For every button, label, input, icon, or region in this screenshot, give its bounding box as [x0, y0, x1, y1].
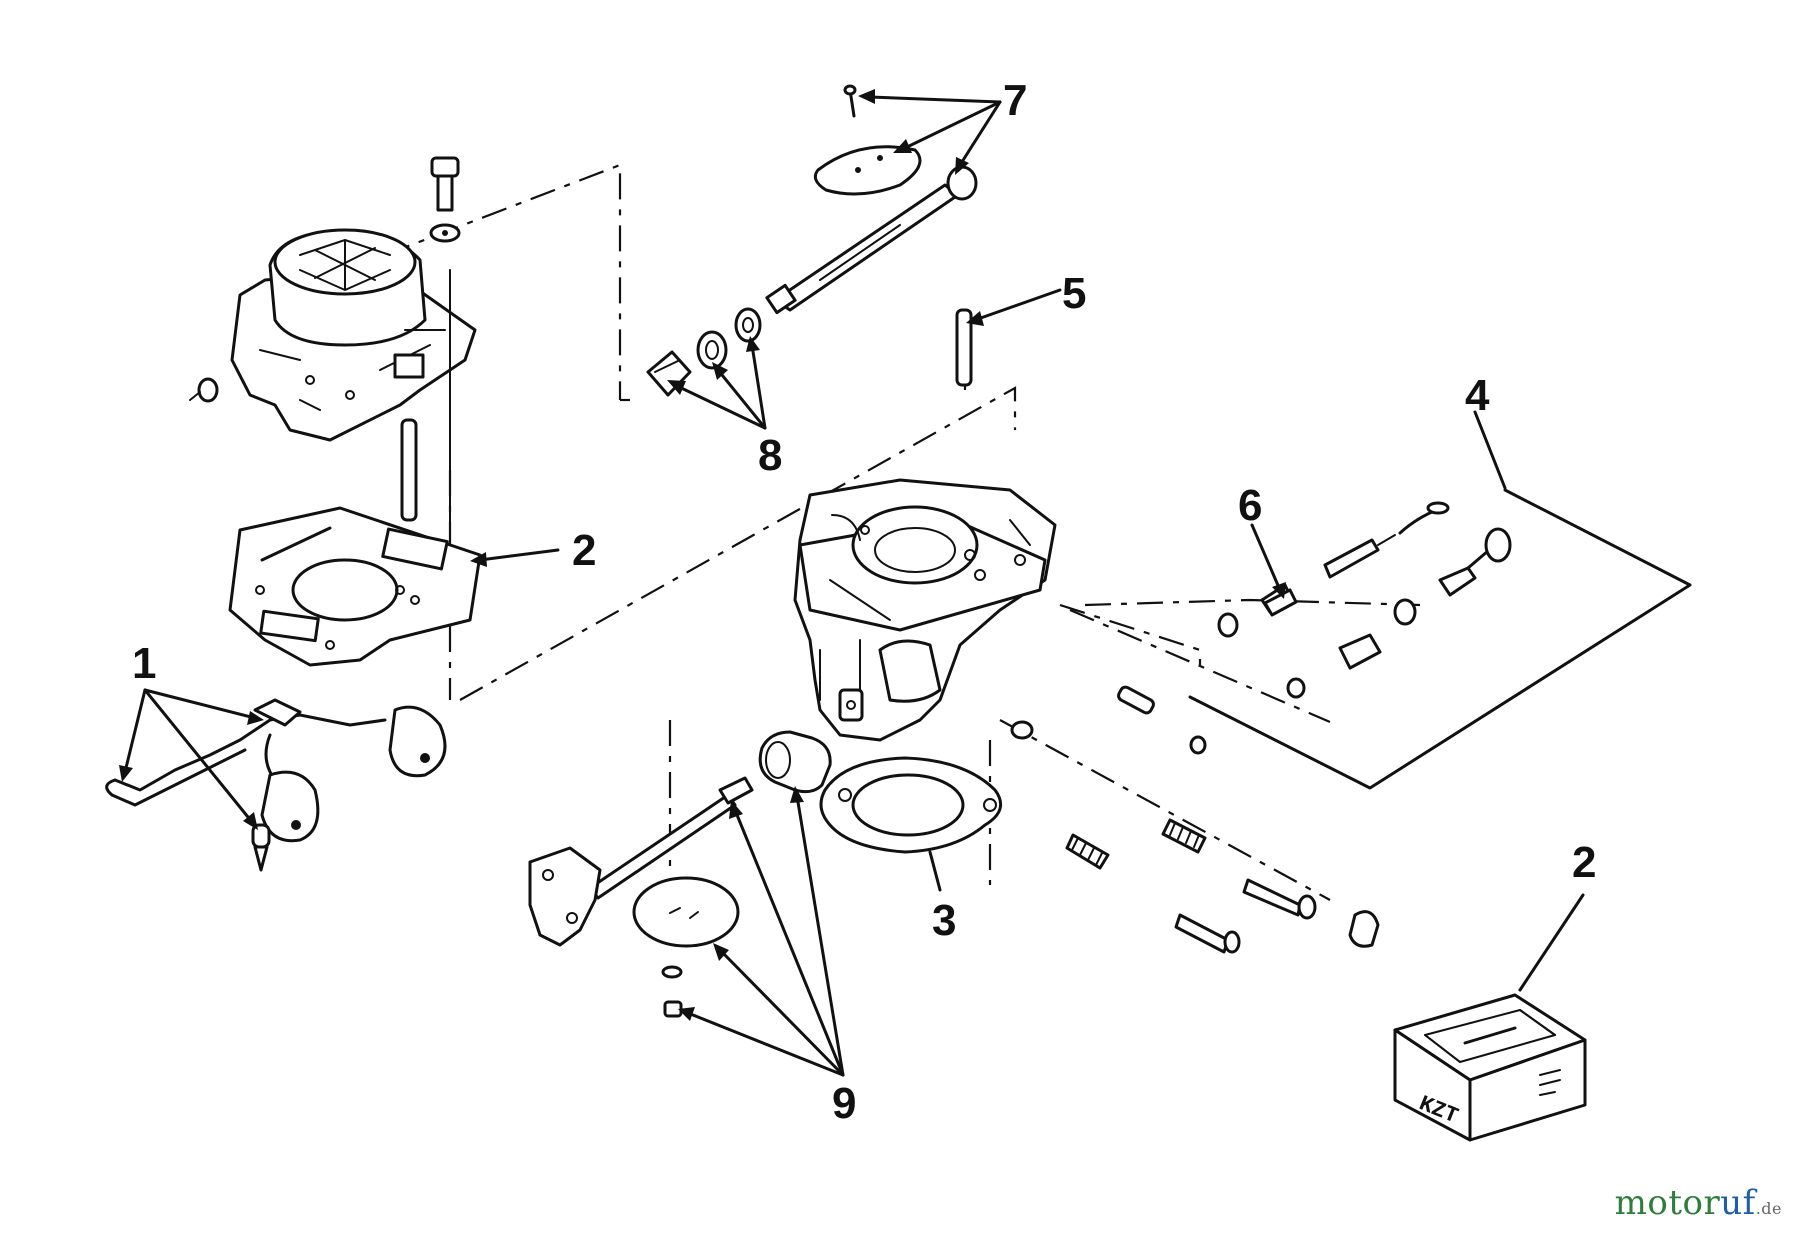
callout-4: 4 — [1465, 371, 1490, 420]
throttle-shaft — [528, 776, 754, 947]
repair-kit-parts — [1286, 501, 1512, 699]
repair-kit-box: KZT — [1393, 993, 1587, 1142]
leader-lines — [119, 89, 1585, 1077]
carburetor-top-body — [230, 228, 477, 442]
gasket-plate — [228, 506, 482, 667]
flange-gasket — [819, 756, 1003, 854]
callout-8: 8 — [758, 431, 782, 480]
watermark-logo: motoruf.de — [1615, 1183, 1782, 1223]
callout-labels: 7 5 8 4 6 2 1 3 9 2 — [132, 76, 1596, 1128]
carburetor-main-body — [793, 478, 1057, 742]
callout-6: 6 — [1238, 481, 1262, 530]
callout-5: 5 — [1062, 269, 1086, 318]
side-washer — [189, 377, 219, 403]
float-assembly — [105, 698, 447, 843]
callout-9: 9 — [832, 1079, 856, 1128]
repair-kit-panel — [1188, 488, 1692, 790]
throttle-sleeve — [758, 730, 832, 794]
main-body-pin — [955, 308, 973, 387]
callout-7: 7 — [1003, 76, 1027, 125]
watermark-brand-b: uf — [1720, 1183, 1756, 1223]
top-screw — [429, 156, 461, 243]
throttle-plate — [632, 876, 740, 948]
choke-plate — [813, 145, 922, 196]
callout-2-kit: 2 — [1572, 838, 1596, 887]
watermark-tld: .de — [1755, 1199, 1782, 1218]
callout-1: 1 — [132, 639, 156, 688]
choke-screw — [843, 84, 857, 118]
idle-mixture-screws — [1065, 818, 1380, 954]
float-needle — [251, 823, 271, 872]
callout-3: 3 — [932, 896, 956, 945]
throttle-screws — [661, 965, 683, 1018]
shaft-seals — [646, 307, 762, 397]
callout-2-gasket: 2 — [572, 526, 596, 575]
watermark-brand-a: motor — [1614, 1183, 1721, 1223]
